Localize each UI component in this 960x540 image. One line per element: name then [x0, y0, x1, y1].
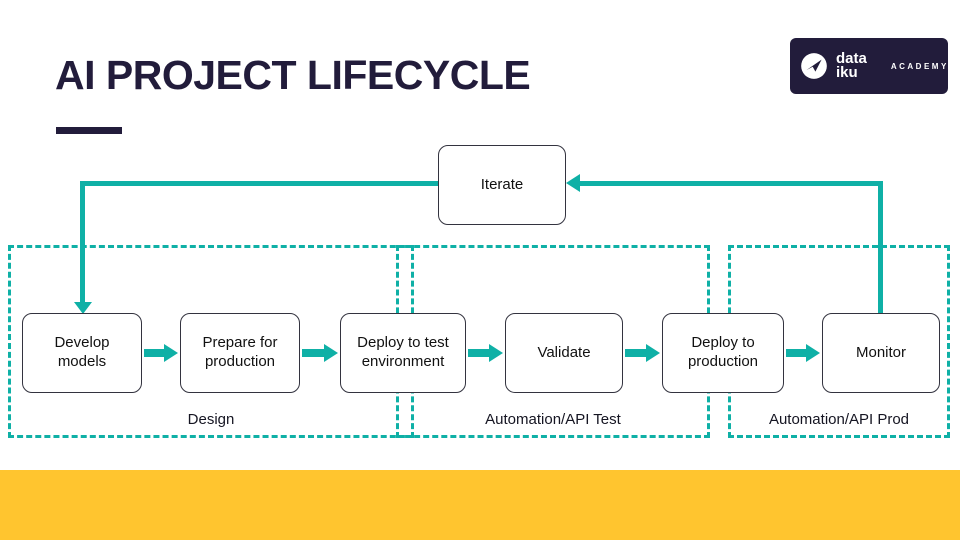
connector-monitor-to-iterate	[580, 181, 883, 186]
flow-arrow-prepare-to-deploy-test	[302, 349, 324, 357]
node-validate: Validate	[505, 313, 623, 393]
footer-accent-bar	[0, 470, 960, 540]
connector-monitor-up	[878, 181, 883, 313]
connector-down-to-develop	[80, 181, 85, 302]
arrowhead-validate-to-deploy-prod	[646, 344, 660, 362]
flow-arrow-deploy-prod-to-monitor	[786, 349, 806, 357]
page-title: AI PROJECT LIFECYCLE	[55, 52, 531, 98]
arrowhead-deploy-prod-to-monitor	[806, 344, 820, 362]
logo-brand-line1: data	[836, 49, 867, 67]
arrowhead-deploy-test-to-validate	[489, 344, 503, 362]
arrowhead-prepare-to-deploy-test	[324, 344, 338, 362]
node-develop-models: Develop models	[22, 313, 142, 393]
arrowhead-into-iterate	[566, 174, 580, 192]
node-deploy-to-test-environment: Deploy to test environment	[340, 313, 466, 393]
dataiku-bird-icon	[800, 52, 828, 80]
flow-arrow-deploy-test-to-validate	[468, 349, 489, 357]
logo-brand-text: data iku	[836, 49, 867, 81]
dataiku-academy-logo: data iku ACADEMY	[790, 38, 948, 94]
arrowhead-into-develop-models	[74, 302, 92, 314]
group-label-design: Design	[187, 411, 235, 428]
group-label-automation-api-test: Automation/API Test	[485, 411, 621, 428]
node-iterate: Iterate	[438, 145, 566, 225]
group-label-automation-api-prod: Automation/API Prod	[768, 411, 910, 428]
logo-brand-line2: iku	[836, 64, 858, 81]
flow-arrow-validate-to-deploy-prod	[625, 349, 646, 357]
logo-academy-text: ACADEMY	[890, 61, 949, 71]
connector-iterate-left	[80, 181, 438, 186]
title-underline	[56, 127, 122, 134]
node-deploy-to-production: Deploy to production	[662, 313, 784, 393]
flow-arrow-develop-to-prepare	[144, 349, 164, 357]
arrowhead-develop-to-prepare	[164, 344, 178, 362]
node-prepare-for-production: Prepare for production	[180, 313, 300, 393]
node-monitor: Monitor	[822, 313, 940, 393]
